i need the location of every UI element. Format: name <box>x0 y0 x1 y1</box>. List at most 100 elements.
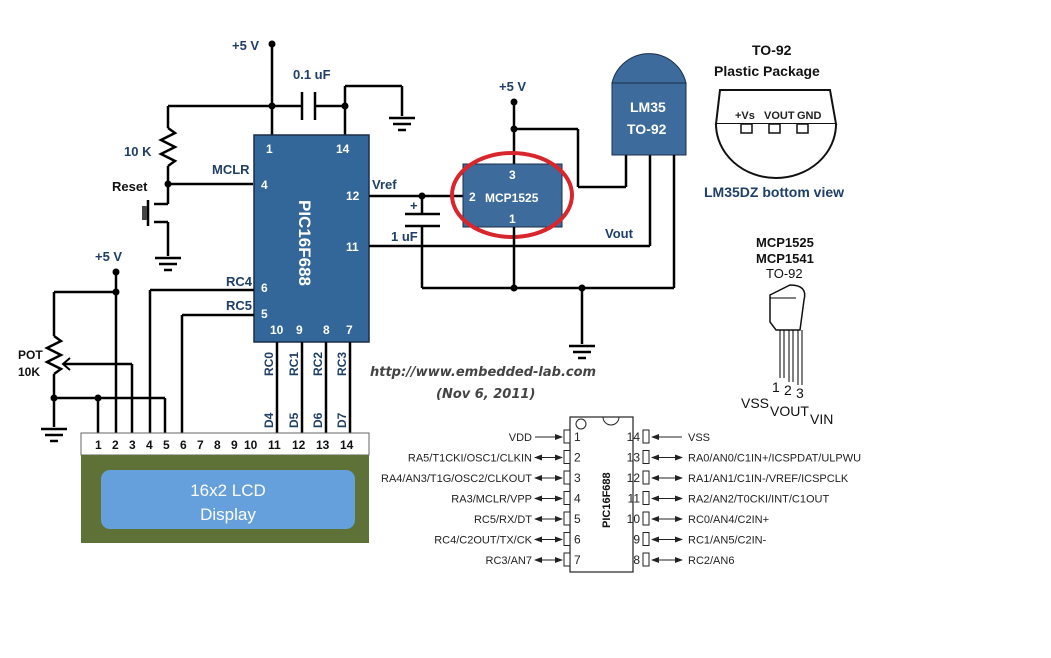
lcd-pin-9: 9 <box>231 438 238 452</box>
svg-text:MCP1541: MCP1541 <box>756 251 814 266</box>
pinout-left-num: 6 <box>574 533 581 547</box>
vcc-mcp-label: +5 V <box>499 79 526 94</box>
svg-text:TO-92: TO-92 <box>627 121 667 137</box>
decoupling-capacitor: 0.1 uF <box>293 67 404 136</box>
pinout-left-name: RC5/RX/DT <box>474 514 532 526</box>
lcd-pin-11: 11 <box>268 438 281 452</box>
mcp-chip-name: MCP1525 <box>485 191 539 205</box>
credit-url[interactable]: http://www.embedded-lab.com <box>370 365 596 380</box>
svg-text:5: 5 <box>261 307 268 321</box>
svg-text:10K: 10K <box>18 365 40 379</box>
ground-icon <box>389 116 415 132</box>
vref-capacitor: + 1 uF <box>391 196 440 288</box>
svg-text:1: 1 <box>509 212 516 226</box>
potentiometer[interactable] <box>44 334 134 433</box>
svg-text:11: 11 <box>346 240 359 254</box>
pic16f688-chip: 1 14 4 12 11 6 5 10 9 8 7 PIC16F688 <box>253 134 370 343</box>
vcc-top-net: +5 V <box>168 38 302 136</box>
lcd-pin-8: 8 <box>214 438 221 452</box>
svg-text:PIC16F688: PIC16F688 <box>601 472 613 528</box>
ground-icon <box>569 344 595 360</box>
svg-text:VSS: VSS <box>741 395 769 411</box>
svg-text:+: + <box>410 198 418 213</box>
lcd-screen <box>101 470 355 529</box>
pinout-right-num: 12 <box>627 471 641 485</box>
pinout-rows: 1VDD2RA5/T1CKI/OSC1/CLKIN3RA4/AN3/T1G/OS… <box>381 429 861 567</box>
pinout-left-num: 5 <box>574 512 581 526</box>
svg-text:12: 12 <box>346 189 360 203</box>
pinout-right-name: RC0/AN4/C2IN+ <box>688 514 769 526</box>
svg-text:VOUT: VOUT <box>770 403 809 419</box>
reset-label: Reset <box>112 179 148 194</box>
vcc-pot-label: +5 V <box>95 249 122 264</box>
pinout-left-num: 3 <box>574 471 581 485</box>
svg-text:1: 1 <box>266 142 273 156</box>
lcd-pin-12: 12 <box>292 438 306 452</box>
svg-text:GND: GND <box>797 110 822 122</box>
svg-text:D7: D7 <box>335 412 349 428</box>
svg-text:+Vs: +Vs <box>735 110 755 122</box>
svg-text:RC1: RC1 <box>287 352 301 376</box>
ground-icon <box>155 256 181 272</box>
svg-text:3: 3 <box>796 385 804 401</box>
mcp1525-chip: 3 2 MCP1525 1 <box>462 163 563 228</box>
pinout-right-num: 11 <box>628 492 641 506</box>
svg-text:7: 7 <box>346 323 353 337</box>
lcd-pin-13: 13 <box>316 438 330 452</box>
svg-text:3: 3 <box>509 168 516 182</box>
pinout-right-num: 9 <box>633 533 640 547</box>
svg-text:RC5: RC5 <box>226 298 252 313</box>
pinout-left-name: RC4/C2OUT/TX/CK <box>434 535 532 547</box>
svg-text:TO-92: TO-92 <box>766 266 803 281</box>
pullup-resistor-label: 10 K <box>124 144 152 159</box>
svg-text:2: 2 <box>469 190 476 204</box>
data-line-labels: RC0 RC1 RC2 RC3 D4 D5 D6 D7 <box>262 352 349 428</box>
pinout-right-num: 10 <box>627 512 641 526</box>
svg-text:VIN: VIN <box>810 411 833 427</box>
pic-pinout-diagram: PIC16F688 1VDD2RA5/T1CKI/OSC1/CLKIN3RA4/… <box>381 416 861 573</box>
svg-text:9: 9 <box>296 323 303 337</box>
vref-label: Vref <box>372 177 397 192</box>
svg-text:RC2: RC2 <box>311 352 325 376</box>
svg-text:2: 2 <box>784 382 792 398</box>
mcp-package-view: MCP1525 MCP1541 TO-92 1 2 3 VSS VOUT VIN <box>741 235 833 427</box>
svg-text:1: 1 <box>772 379 780 395</box>
lm35-package-view: TO-92 Plastic Package +Vs VOUT GND LM35D… <box>704 42 844 200</box>
lcd-pin-3: 3 <box>129 438 136 452</box>
svg-text:1 uF: 1 uF <box>391 229 418 244</box>
svg-text:8: 8 <box>323 323 330 337</box>
lcd-pin-10: 10 <box>244 438 258 452</box>
pinout-right-num: 8 <box>633 553 640 567</box>
svg-text:TO-92: TO-92 <box>752 42 792 58</box>
pinout-left-name: RA5/T1CKI/OSC1/CLKIN <box>408 453 532 465</box>
svg-text:16x2 LCD: 16x2 LCD <box>190 481 266 500</box>
svg-text:LM35: LM35 <box>630 99 666 115</box>
highlight-circle <box>450 151 574 239</box>
lcd-pin-2: 2 <box>112 438 119 452</box>
pinout-left-num: 7 <box>574 553 581 567</box>
pinout-left-num: 1 <box>574 430 581 444</box>
pinout-right-num: 14 <box>627 430 641 444</box>
pinout-left-num: 2 <box>574 451 581 465</box>
vout-label: Vout <box>605 226 634 241</box>
pinout-left-num: 4 <box>574 492 581 506</box>
lcd-pin-1: 1 <box>95 438 102 452</box>
svg-text:MCP1525: MCP1525 <box>756 235 814 250</box>
mclr-label: MCLR <box>212 162 250 177</box>
pinout-right-num: 13 <box>627 451 641 465</box>
svg-text:Plastic Package: Plastic Package <box>714 63 820 79</box>
vcc-top-label: +5 V <box>232 38 259 53</box>
pic-chip-name: PIC16F688 <box>295 200 314 286</box>
reset-button[interactable] <box>142 184 170 256</box>
svg-text:Display: Display <box>200 505 256 524</box>
pinout-left-name: VDD <box>509 432 532 444</box>
svg-text:VOUT: VOUT <box>764 110 795 122</box>
ground-icon <box>41 427 67 443</box>
svg-text:D5: D5 <box>287 412 301 428</box>
lcd-pin-14: 14 <box>340 438 354 452</box>
pinout-right-name: VSS <box>688 432 710 444</box>
pinout-right-name: RA2/AN2/T0CKI/INT/C1OUT <box>688 494 829 506</box>
